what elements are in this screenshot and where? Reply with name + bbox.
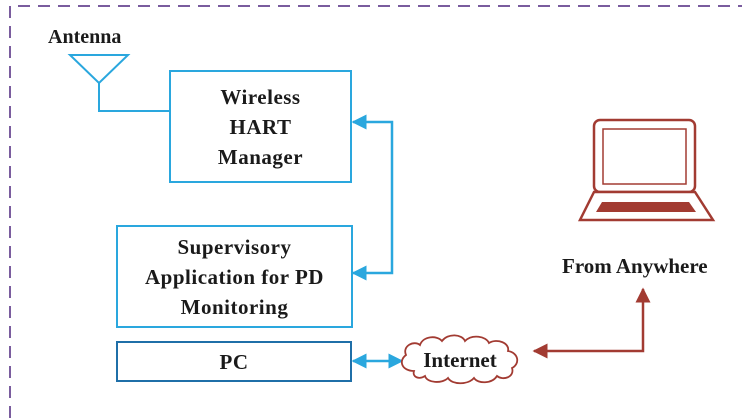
internet-label: Internet [423,348,497,372]
wireless-hart-manager-line-1: Wireless [220,84,301,109]
wireless-hart-manager-line-3: Manager [217,144,304,169]
dashed-enclosure [9,5,742,418]
laptop-icon [577,118,716,222]
wireless-hart-manager-label: Wireless HART Manager [170,71,351,182]
supervisory-application-line-1: Supervisory [177,234,292,259]
manager-supervisory-connector [351,114,394,281]
wireless-hart-manager-line-2: HART [229,114,292,139]
supervisory-application-line-3: Monitoring [180,294,289,319]
from-anywhere-label: From Anywhere [562,254,708,278]
antenna-label: Antenna [48,26,122,48]
supervisory-application-line-2: Application for PD [145,264,324,289]
pc-label: PC [117,342,351,381]
wireless-hart-manager-box [169,70,352,183]
pc-label-text: PC [219,349,249,374]
antenna-icon [67,54,170,112]
supervisory-application-box [116,225,353,328]
pc-box [116,341,352,382]
supervisory-application-label: Supervisory Application for PD Monitorin… [117,226,352,327]
cloud-icon [400,334,519,385]
internet-anywhere-arrow [532,287,651,359]
